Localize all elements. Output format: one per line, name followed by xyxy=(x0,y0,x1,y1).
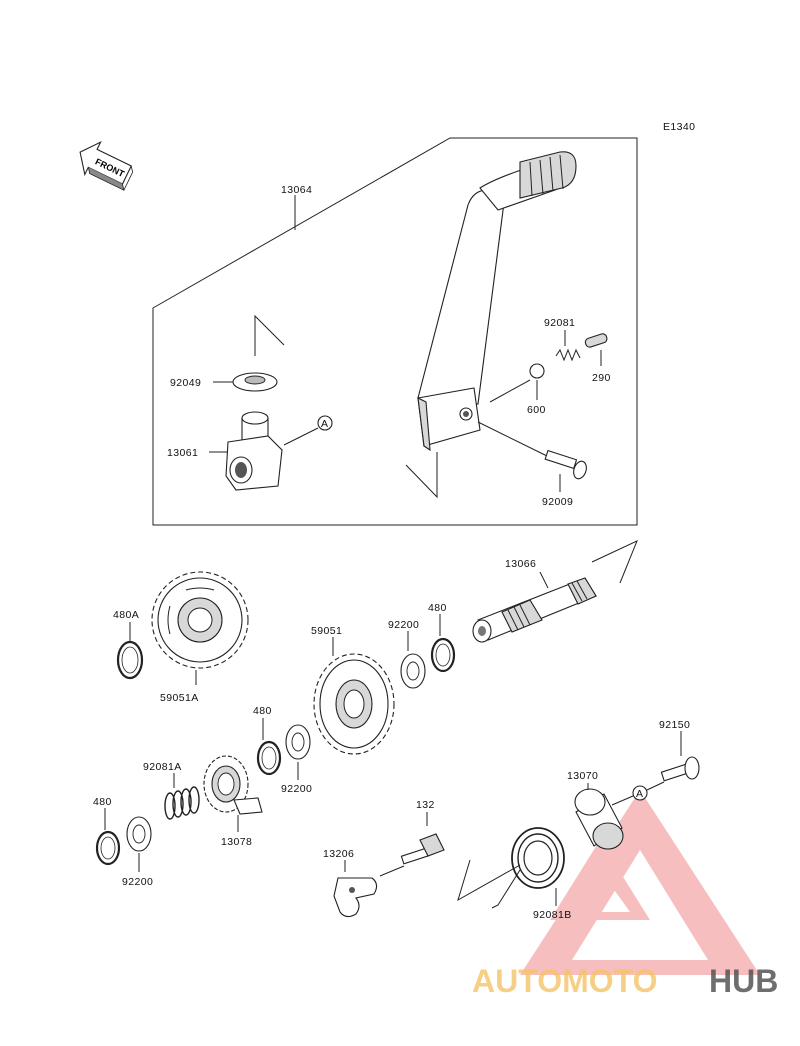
spring-92081 xyxy=(555,348,581,362)
svg-text:HUB: HUB xyxy=(709,963,778,999)
pivot-13061 xyxy=(225,411,283,491)
marker-a-top-label: A xyxy=(321,418,328,430)
label-92081a: 92081A xyxy=(143,761,182,773)
label-92081b: 92081B xyxy=(533,909,572,921)
bolt-92009 xyxy=(544,449,587,480)
gear-59051a xyxy=(151,571,249,669)
svg-text:AUTOMOTO: AUTOMOTO xyxy=(472,963,657,999)
circlip-480-low xyxy=(95,830,121,866)
ratchet-13078 xyxy=(203,755,263,815)
label-13061: 13061 xyxy=(167,447,198,459)
gear-59051 xyxy=(313,653,395,755)
label-480-mid: 480 xyxy=(253,705,272,717)
label-92200-low: 92200 xyxy=(122,876,153,888)
label-92081: 92081 xyxy=(544,317,575,329)
label-92150: 92150 xyxy=(659,719,690,731)
label-480-upper: 480 xyxy=(428,602,447,614)
label-600: 600 xyxy=(527,404,546,416)
label-132: 132 xyxy=(416,799,435,811)
leader-92049-top xyxy=(254,314,285,356)
guide-13206 xyxy=(333,877,378,918)
label-13206: 13206 xyxy=(323,848,354,860)
shaft-bracket-line xyxy=(591,540,638,584)
label-290: 290 xyxy=(592,372,611,384)
watermark-text: AUTOMOTO HUB xyxy=(472,963,778,999)
pin-290 xyxy=(584,333,608,348)
spring-92081a xyxy=(164,786,200,820)
kick-shaft-13066 xyxy=(472,577,597,643)
torsion-spring-92081b xyxy=(491,827,565,909)
bolt-92150 xyxy=(660,756,700,782)
bolt-132 xyxy=(400,833,445,865)
label-92200-upper: 92200 xyxy=(388,619,419,631)
diagram-code: E1340 xyxy=(663,121,695,133)
watermark-logo xyxy=(520,790,760,975)
circlip-480-mid xyxy=(256,740,282,776)
label-59051: 59051 xyxy=(311,625,342,637)
label-13064: 13064 xyxy=(281,184,312,196)
collar-13070 xyxy=(574,788,624,850)
circlip-480a xyxy=(116,640,144,680)
label-92049: 92049 xyxy=(170,377,201,389)
ball-600 xyxy=(529,363,545,379)
marker-a-bottom xyxy=(632,785,648,801)
label-59051a: 59051A xyxy=(160,692,199,704)
label-480-low: 480 xyxy=(93,796,112,808)
label-92200-mid: 92200 xyxy=(281,783,312,795)
lever-bracket-line xyxy=(405,452,438,499)
label-13078: 13078 xyxy=(221,836,252,848)
kick-pedal-lever xyxy=(417,151,577,452)
label-92009: 92009 xyxy=(542,496,573,508)
label-13070: 13070 xyxy=(567,770,598,782)
marker-a-bottom-label: A xyxy=(636,788,643,800)
assembly-frame xyxy=(152,137,638,526)
spring-bracket-line xyxy=(457,859,521,902)
label-13066: 13066 xyxy=(505,558,536,570)
circlip-480-upper xyxy=(430,637,456,673)
marker-a-top xyxy=(317,415,333,431)
label-480a: 480A xyxy=(113,609,139,621)
front-direction-arrow: FRONT xyxy=(79,140,134,191)
